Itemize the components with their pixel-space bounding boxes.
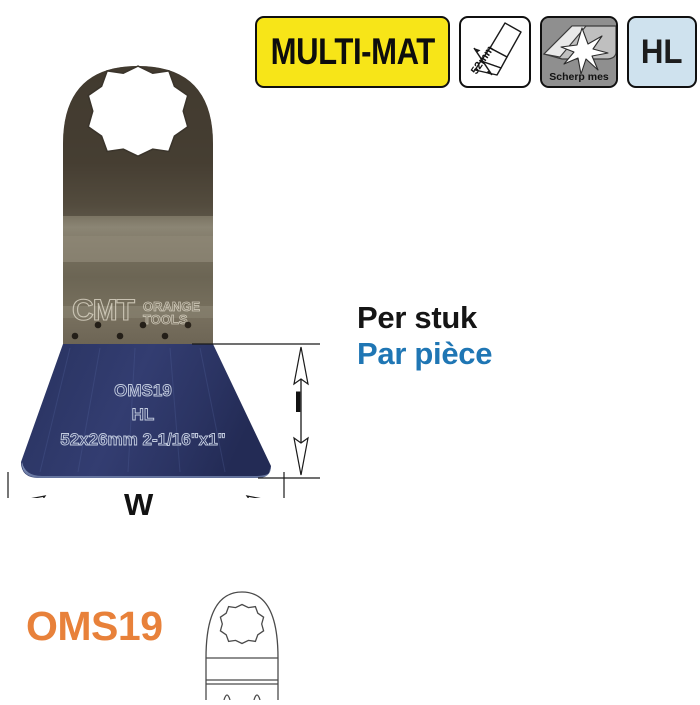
per-piece-dutch: Per stuk [357, 300, 477, 335]
badge-hl-label: HL [641, 32, 683, 71]
blade-steel-shank: CMT ORANGE TOOLS [63, 65, 213, 344]
badge-multi-mat-label: MULTI-MAT [270, 31, 435, 72]
badge-sharp-caption: Scherp mes [549, 71, 609, 83]
rivet-holes [71, 321, 192, 340]
blade-blue-body: OMS19 HL 52x26mm 2-1/16"x1" [21, 344, 271, 478]
per-piece-french: Par pièce [357, 335, 493, 371]
blade-marking-grade: HL [132, 405, 155, 424]
badge-hl: HL [627, 16, 697, 88]
blade-outline-drawing [180, 580, 320, 701]
dimension-label-width: W [124, 487, 154, 522]
badge-sharp-blade: Scherp mes [540, 16, 618, 88]
badge-blade-size: 52mm [459, 16, 531, 88]
blade-photo-svg: CMT ORANGE TOOLS [7, 65, 320, 518]
blade-brush-texture [39, 347, 226, 473]
blade-illustration: CMT ORANGE TOOLS [0, 48, 330, 518]
blade-marking-code: OMS19 [114, 381, 172, 400]
sharp-blade-spark-icon [542, 18, 616, 86]
badge-multi-mat: MULTI-MAT [255, 16, 450, 88]
cmt-logo-line2: TOOLS [143, 312, 188, 327]
dimension-label-height: I [294, 386, 303, 419]
blade-marking-size: 52x26mm 2-1/16"x1" [60, 430, 225, 449]
star-mounting-hole [87, 65, 189, 158]
blade-dimension-icon: 52mm [469, 22, 522, 77]
per-piece-text-block: Per stuk Par pièce [357, 300, 492, 372]
blade-outline-svg [205, 591, 279, 701]
cmt-logo: CMT ORANGE TOOLS [71, 293, 200, 327]
cmt-logo-primary: CMT [72, 294, 135, 327]
cmt-logo-line1: ORANGE [143, 299, 200, 314]
product-code-label: OMS19 [26, 603, 163, 649]
feature-badge-row: MULTI-MAT 52mm [255, 16, 697, 94]
